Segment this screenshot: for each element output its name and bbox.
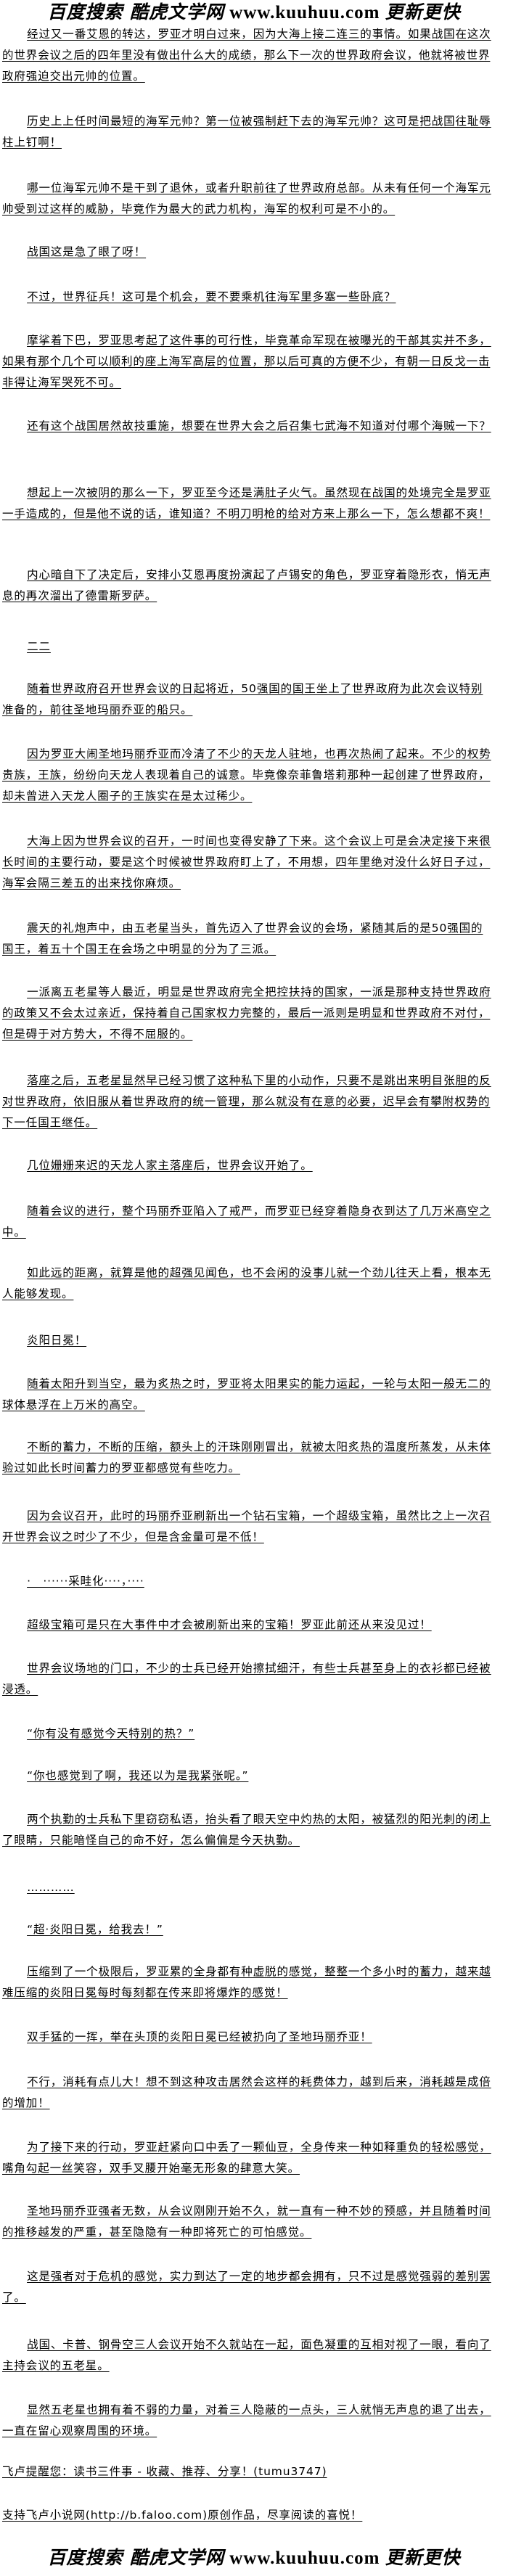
paragraph: 大海上因为世界会议的召开，一时间也变得安静了下来。这个会议上可是会决定接下来很长… bbox=[2, 834, 491, 890]
site-banner-top: 百度搜索 酷虎文学网 www.kuuhuu.com 更新更快 bbox=[0, 1, 508, 24]
paragraph: 随着世界政府召开世界会议的日起将近，50强国的国王坐上了世界政府为此次会议特别准… bbox=[2, 682, 483, 716]
paragraph: 还有这个战国居然故技重施，想要在世界大会之后召集七武海不知道对付哪个海贼一下？ bbox=[27, 419, 491, 432]
paragraph: 一派离五老星等人最近，明显是世界政府完全把控扶持的国家，一派是那种支持世界政府的… bbox=[2, 985, 491, 1041]
section-marker: 二二 bbox=[27, 640, 51, 653]
paragraph: 两个执勤的士兵私下里窃窃私语，抬头看了眼天空中灼热的太阳，被猛烈的阳光刺的闭上了… bbox=[2, 1813, 491, 1847]
paragraph: 几位姗姗来迟的天龙人家主落座后，世界会议开始了。 bbox=[27, 1159, 313, 1172]
paragraph: 不行，消耗有点儿大！想不到这种攻击居然会这样的耗费体力，越到后来，消耗越是成倍的… bbox=[2, 2075, 491, 2109]
banner-slogan: 更新更快 bbox=[385, 2547, 461, 2568]
paragraph: 压缩到了一个极限后，罗亚累的全身都有种虚脱的感觉，整整一个多小时的蓄力，越来越难… bbox=[2, 1965, 491, 1999]
paragraph: 哪一位海军元帅不是干到了退休，或者升职前往了世界政府总部。从未有任何一个海军元帅… bbox=[2, 181, 491, 216]
paragraph: 这是强者对于危机的感觉，实力到达了一定的地步都会拥有，只不过是感觉强弱的差别罢了… bbox=[2, 2270, 491, 2304]
paragraph: 想起上一次被阴的那么一下，罗亚至今还是满肚子火气。虽然现在战国的处境完全是罗亚一… bbox=[2, 486, 491, 520]
paragraph: 随着会议的进行，整个玛丽乔亚陷入了戒严，而罗亚已经穿着隐身衣到达了几万米高空之中… bbox=[2, 1205, 491, 1239]
ellipsis-line: ………… bbox=[27, 1881, 75, 1894]
paragraph: 因为会议召开，此时的玛丽乔亚刷新出一个钻石宝箱，一个超级宝箱，虽然比之上一次召开… bbox=[2, 1509, 491, 1543]
paragraph: 战国这是急了眼了呀！ bbox=[27, 245, 147, 258]
paragraph: “超·炎阳日冕，给我去！” bbox=[27, 1923, 163, 1936]
ellipsis-line: · ······采畦化····，···· bbox=[27, 1575, 144, 1588]
paragraph: 世界会议场地的门口，不少的士兵已经开始擦拭细汗，有些士兵甚至身上的衣衫都已经被浸… bbox=[2, 1662, 491, 1696]
support-site-note[interactable]: 支持飞卢小说网(http://b.faloo.com)原创作品，尽享阅读的喜悦！ bbox=[2, 2509, 363, 2522]
paragraph: 摩挲着下巴，罗亚思考起了这件事的可行性，毕竟革命军现在被曝光的干部其实并不多，如… bbox=[2, 334, 491, 389]
site-banner-bottom: 百度搜索 酷虎文学网 www.kuuhuu.com 更新更快 bbox=[0, 2547, 508, 2569]
paragraph: “你有没有感觉今天特别的热？” bbox=[27, 1727, 195, 1740]
reader-reminder-note: 飞卢提醒您：读书三件事 - 收藏、推荐、分享！(tumu3747) bbox=[2, 2465, 327, 2478]
banner-slogan: 更新更快 bbox=[385, 1, 461, 22]
paragraph: 经过又一番艾恩的转达，罗亚才明白过来，因为大海上接二连三的事情。如果战国在这次的… bbox=[2, 28, 491, 83]
paragraph: 不过，世界征兵！这可是个机会，要不要乘机往海军里多塞一些卧底？ bbox=[27, 290, 396, 303]
banner-url[interactable]: www.kuuhuu.com bbox=[229, 3, 380, 22]
paragraph: 超级宝箱可是只在大事件中才会被刷新出来的宝箱！罗亚此前还从来没见过！ bbox=[27, 1618, 432, 1631]
paragraph: 如此远的距离，就算是他的超强见闻色，也不会闲的没事儿就一个劲儿往天上看，根本无人… bbox=[2, 1266, 491, 1300]
paragraph: “你也感觉到了啊，我还以为是我紧张呢。” bbox=[27, 1769, 249, 1782]
paragraph: 因为罗亚大闹圣地玛丽乔亚而冷清了不少的天龙人驻地，也再次热闹了起来。不少的权势贵… bbox=[2, 747, 491, 803]
paragraph: 战国、卡普、钢骨空三人会议开始不久就站在一起，面色凝重的互相对视了一眼，看向了主… bbox=[2, 2338, 491, 2372]
paragraph: 圣地玛丽乔亚强者无数，从会议刚刚开始不久，就一直有一种不妙的预感，并且随着时间的… bbox=[2, 2204, 491, 2239]
paragraph: 显然五老星也拥有着不弱的力量，对着三人隐蔽的一点头，三人就悄无声息的退了出去，一… bbox=[2, 2403, 491, 2437]
paragraph: 落座之后，五老星显然早已经习惯了这种私下里的小动作，只要不是跳出来明目张胆的反对… bbox=[2, 1074, 491, 1129]
paragraph: 内心暗自下了决定后，安排小艾恩再度扮演起了卢锡安的角色，罗亚穿着隐形衣，悄无声息… bbox=[2, 568, 491, 602]
paragraph: 震天的礼炮声中，由五老星当头，首先迈入了世界会议的会场，紧随其后的是50强国的国… bbox=[2, 922, 483, 956]
banner-site-name: 百度搜索 酷虎文学网 bbox=[47, 1, 225, 22]
banner-url[interactable]: www.kuuhuu.com bbox=[229, 2548, 380, 2568]
paragraph: 双手猛的一挥，举在头顶的炎阳日冕已经被扔向了圣地玛丽乔亚！ bbox=[27, 2030, 372, 2043]
paragraph: 为了接下来的行动，罗亚赶紧向口中丢了一颗仙豆，全身传来一种如释重负的轻松感觉，嘴… bbox=[2, 2141, 491, 2175]
paragraph: 历史上上任时间最短的海军元帅？第一位被强制赶下去的海军元帅？这可是把战国往耻辱柱… bbox=[2, 115, 491, 149]
paragraph: 不断的蓄力，不断的压缩，额头上的汗珠刚刚冒出，就被太阳炙热的温度所蒸发，从未体验… bbox=[2, 1440, 491, 1474]
banner-site-name: 百度搜索 酷虎文学网 bbox=[47, 2547, 225, 2568]
paragraph: 炎阳日冕！ bbox=[27, 1334, 87, 1347]
paragraph: 随着太阳升到当空，最为炙热之时，罗亚将太阳果实的能力运起，一轮与太阳一般无二的球… bbox=[2, 1377, 491, 1411]
